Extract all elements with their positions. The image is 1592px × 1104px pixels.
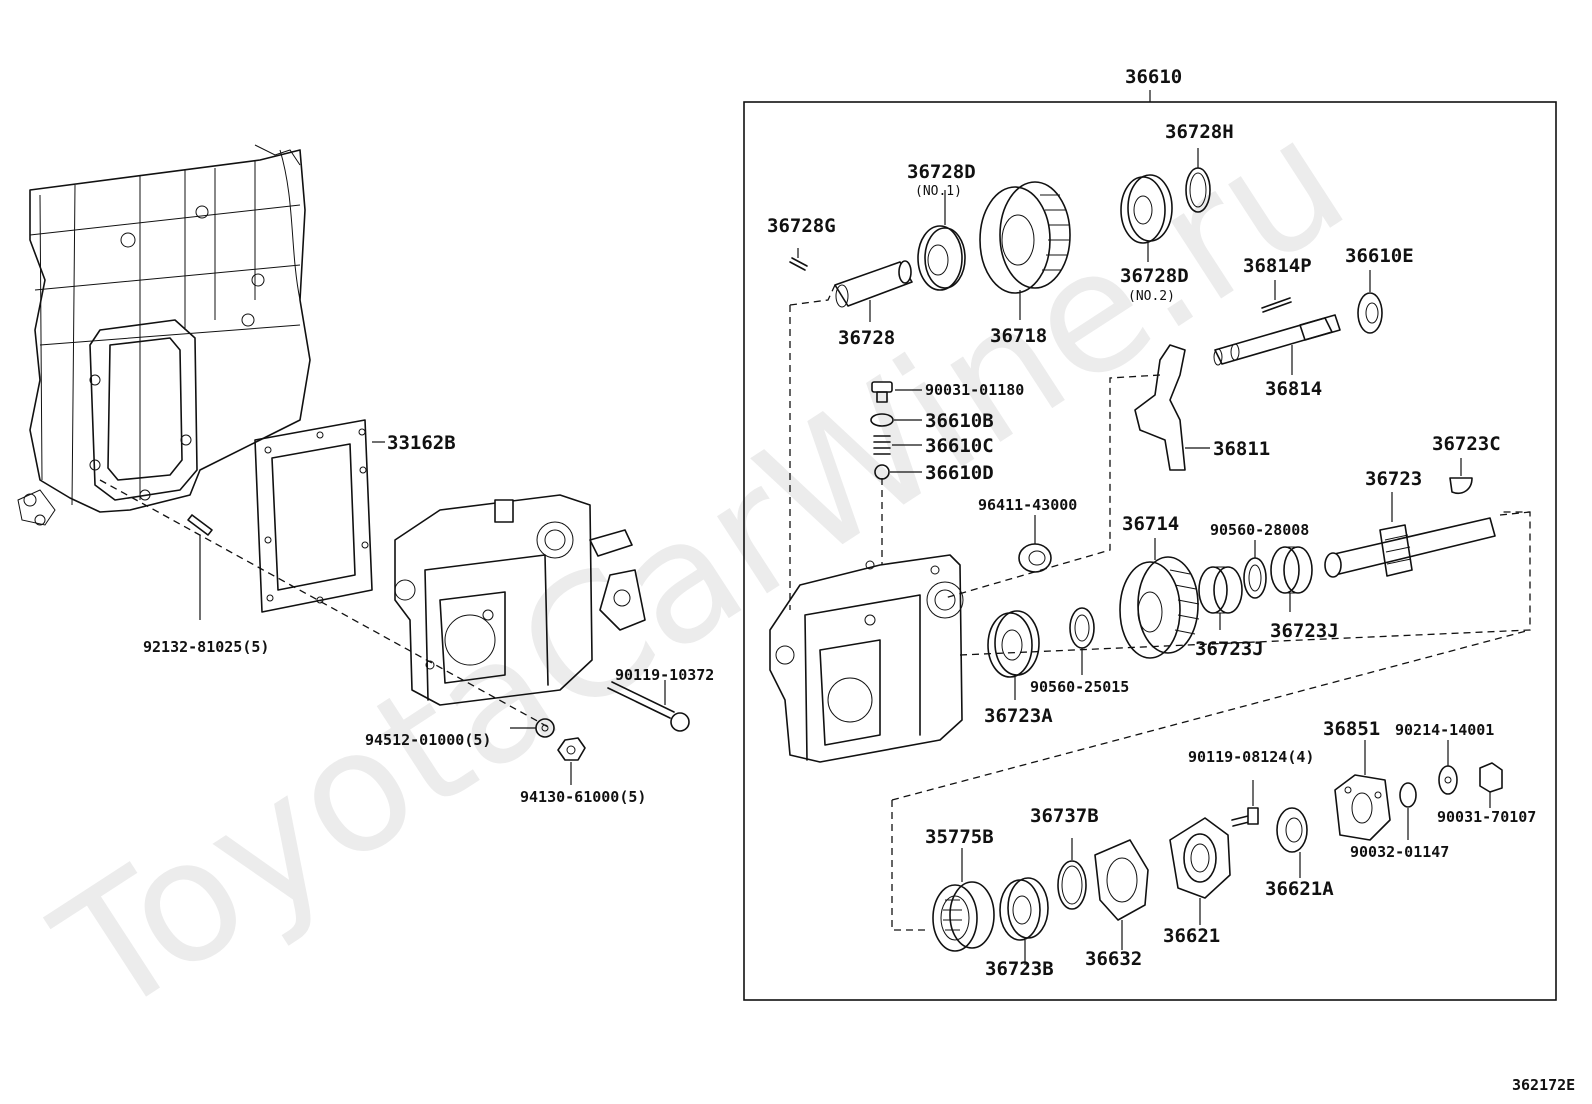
label-36723: 36723 <box>1365 468 1422 490</box>
label-36811: 36811 <box>1213 438 1270 460</box>
spring-36610c <box>873 435 922 455</box>
label-90032-01147: 90032-01147 <box>1350 843 1449 861</box>
washer-90032-01147 <box>1399 782 1417 840</box>
label-90214-14001: 90214-14001 <box>1395 721 1494 739</box>
washer-90560-25015 <box>1069 607 1095 675</box>
label-36610c: 36610C <box>925 435 994 457</box>
transfer-housing-left <box>394 494 646 706</box>
label-90031-70107: 90031-70107 <box>1437 808 1536 826</box>
bearing-36728d-no2 <box>1120 174 1173 262</box>
shaft-36723 <box>1324 492 1496 578</box>
label-36728d-no2-note: (NO.2) <box>1128 289 1175 304</box>
label-36632: 36632 <box>1085 948 1142 970</box>
label-36728: 36728 <box>838 327 895 349</box>
label-90560-28008: 90560-28008 <box>1210 521 1309 539</box>
label-36728h: 36728H <box>1165 121 1234 143</box>
label-92132-81025: 92132-81025(5) <box>143 638 269 656</box>
seal-96411-43000 <box>1018 515 1052 573</box>
label-94130-61000: 94130-61000(5) <box>520 788 646 806</box>
label-36728d-no2: 36728D <box>1120 265 1189 287</box>
label-36621: 36621 <box>1163 925 1220 947</box>
o-ring-36737b <box>1057 838 1087 910</box>
needle-bearing-36723j-1 <box>1198 566 1243 630</box>
label-90560-25015: 90560-25015 <box>1030 678 1129 696</box>
label-36723b: 36723B <box>985 958 1054 980</box>
washer-36610b <box>870 413 922 427</box>
label-36728d-no1: 36728D <box>907 161 976 183</box>
gear-36718 <box>979 181 1071 320</box>
bolt-90031-01180 <box>871 381 922 403</box>
needle-bearing-36723j-2 <box>1270 546 1313 612</box>
pin-36728g <box>789 248 808 271</box>
bolt-90119-10372 <box>607 680 690 732</box>
label-36610b: 36610B <box>925 410 994 432</box>
transfer-housing-right <box>769 554 964 763</box>
washer-90560-28008 <box>1243 540 1267 599</box>
label-94512-01000: 94512-01000(5) <box>365 731 491 749</box>
seal-36610e <box>1357 270 1383 334</box>
label-90119-08124: 90119-08124(4) <box>1188 748 1314 766</box>
stud-92132 <box>187 514 213 620</box>
label-36723j-2: 36723J <box>1270 620 1339 642</box>
shift-fork-36811 <box>1134 344 1210 471</box>
label-36723c: 36723C <box>1432 433 1501 455</box>
label-36814: 36814 <box>1265 378 1322 400</box>
nut-90031-70107 <box>1479 762 1503 808</box>
flange-36851 <box>1334 740 1391 841</box>
label-36723j-1: 36723J <box>1195 638 1264 660</box>
label-36610d: 36610D <box>925 462 994 484</box>
label-36723a: 36723A <box>984 705 1053 727</box>
pin-36814p <box>1261 280 1292 313</box>
alignment-line-left <box>99 479 551 729</box>
label-90031-01180: 90031-01180 <box>925 381 1024 399</box>
diagram-id: 362172E <box>1512 1076 1575 1094</box>
washer-90214-14001 <box>1438 740 1458 795</box>
label-36718: 36718 <box>990 325 1047 347</box>
label-36851: 36851 <box>1323 718 1380 740</box>
watermark: ToyotaCarWine.ru <box>24 80 1377 1054</box>
label-36814p: 36814P <box>1243 255 1312 277</box>
label-assembly: 36610 <box>1125 66 1182 88</box>
label-36728d-no1-note: (NO.1) <box>915 184 962 199</box>
label-36737b: 36737B <box>1030 805 1099 827</box>
label-36610e: 36610E <box>1345 245 1414 267</box>
gasket-36632 <box>1094 839 1149 950</box>
bearing-36723b <box>999 877 1049 965</box>
alignment-line-output-upper <box>959 511 1531 656</box>
label-36621a: 36621A <box>1265 878 1334 900</box>
bolt-90119-08124 <box>1231 780 1259 827</box>
shaft-36814 <box>1213 314 1341 375</box>
transmission-case-drawing <box>17 144 311 526</box>
alignment-line-fork <box>944 374 1161 599</box>
label-36728g: 36728G <box>767 215 836 237</box>
bearing-36723a <box>987 610 1040 700</box>
nut-94130 <box>557 737 586 785</box>
alignment-line-shaft <box>789 284 836 610</box>
key-36723c <box>1449 458 1473 494</box>
retainer-36621 <box>1169 817 1231 925</box>
gasket-33162b <box>254 419 385 613</box>
label-90119-10372: 90119-10372 <box>615 666 714 684</box>
label-35775b: 35775B <box>925 826 994 848</box>
roller-bearing-35775b <box>932 848 995 952</box>
label-36714: 36714 <box>1122 513 1179 535</box>
bearing-36728d-no1 <box>917 190 966 291</box>
seal-36621a <box>1276 807 1308 878</box>
label-96411-43000: 96411-43000 <box>978 496 1077 514</box>
ring-36728h <box>1185 148 1211 213</box>
alignment-line-output-lower <box>891 629 1531 931</box>
label-33162b: 33162B <box>387 432 456 454</box>
shaft-36728 <box>834 260 913 322</box>
alignment-line-end <box>1499 511 1531 516</box>
gear-36714 <box>1119 538 1200 659</box>
